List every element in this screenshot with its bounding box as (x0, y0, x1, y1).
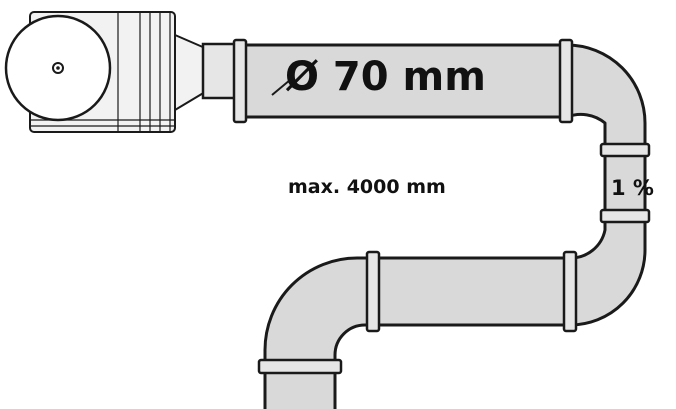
pipe-upper-elbow (565, 43, 647, 152)
pipe-bottom-elbow (263, 256, 374, 364)
pipe-lower-elbow (568, 214, 647, 327)
pipe-coupling-5 (562, 250, 578, 333)
pipe-coupling-1 (232, 38, 248, 124)
max-length-label: max. 4000 mm (288, 176, 446, 198)
pipe-coupling-7 (257, 358, 343, 375)
pipe-middle-section (370, 256, 572, 327)
pump-outlet-sleeve (201, 42, 239, 100)
pipe-diameter-label: Ø 70 mm (285, 54, 486, 100)
pipe-coupling-2 (558, 38, 574, 124)
pipe-coupling-4 (599, 208, 651, 224)
pump-unit (4, 11, 239, 133)
pipe-run (232, 38, 651, 409)
pipe-top-section (236, 43, 570, 119)
pipe-coupling-3 (599, 142, 651, 158)
pipe-coupling-6 (365, 250, 381, 333)
pipe-bottom-stub (263, 370, 337, 409)
pump-outlet-neck (174, 33, 206, 112)
slope-label: 1 % (611, 176, 654, 200)
